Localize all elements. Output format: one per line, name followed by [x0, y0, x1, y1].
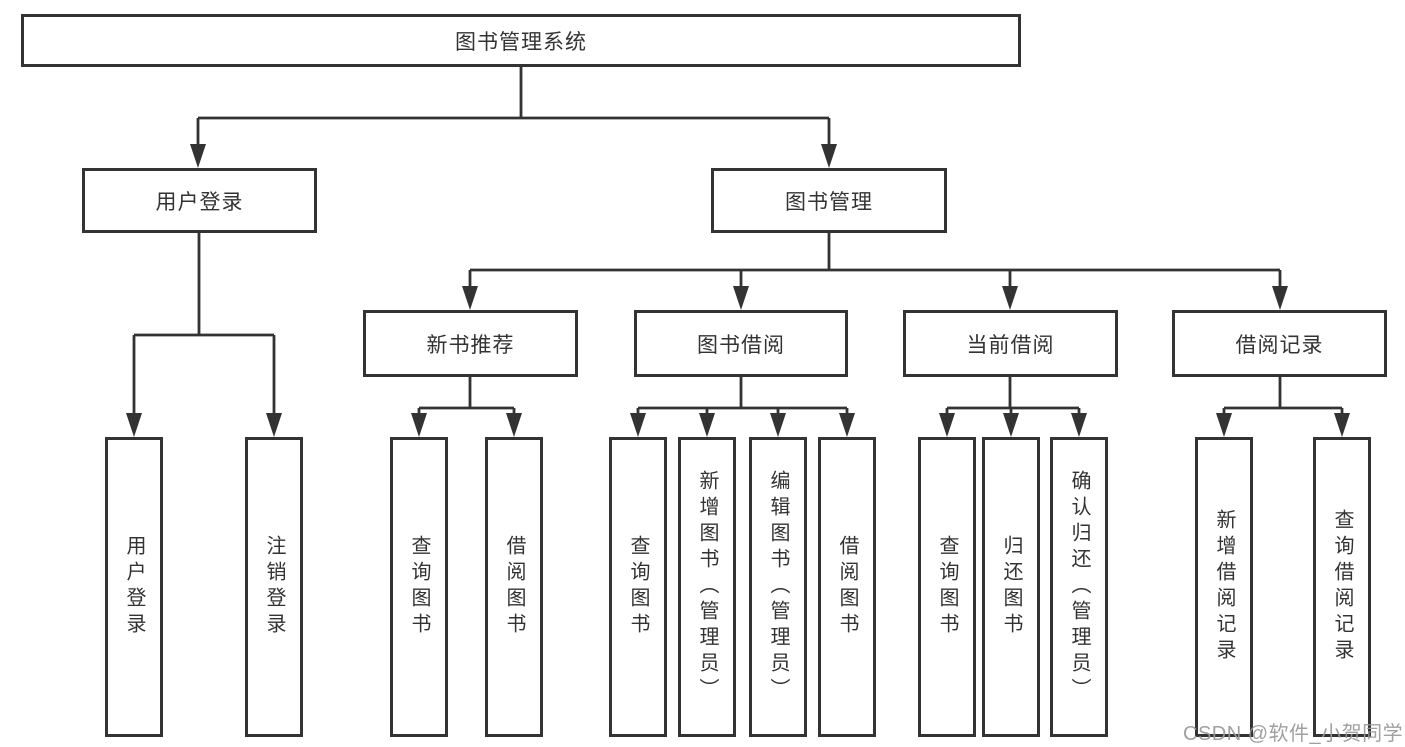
node-user-login-label: 用户登录: [155, 190, 244, 214]
leaf-query-books-borrow: 查询图书: [609, 437, 667, 737]
leaf-borrow-books-label: 借阅图书: [836, 535, 858, 639]
arrow-icon: [1216, 413, 1232, 437]
leaf-logout: 注销登录: [245, 437, 303, 737]
leaf-add-borrow-record: 新增借阅记录: [1195, 437, 1253, 737]
leaf-return-book: 归还图书: [982, 437, 1040, 737]
node-current-borrow-label: 当前借阅: [966, 333, 1055, 357]
leaf-edit-book-admin: 编辑图书（管理员）: [749, 437, 807, 737]
leaf-confirm-return-admin: 确认归还（管理员）: [1050, 437, 1108, 737]
node-borrow-records-label: 借阅记录: [1235, 333, 1324, 357]
node-root-label: 图书管理系统: [455, 30, 587, 54]
node-book-borrow: 图书借阅: [634, 310, 848, 377]
leaf-query-books-recommend: 查询图书: [390, 437, 448, 737]
leaf-query-borrow-record-label: 查询借阅记录: [1331, 509, 1353, 665]
leaf-query-books-current: 查询图书: [918, 437, 976, 737]
leaf-return-book-label: 归还图书: [1000, 535, 1022, 639]
arrow-icon: [1272, 286, 1288, 310]
node-borrow-records: 借阅记录: [1172, 310, 1387, 377]
leaf-logout-label: 注销登录: [263, 535, 285, 639]
arrow-icon: [462, 286, 478, 310]
arrow-icon: [190, 144, 206, 168]
leaf-add-book-admin: 新增图书（管理员）: [678, 437, 736, 737]
arrow-icon: [1003, 413, 1019, 437]
leaf-borrow-books-recommend: 借阅图书: [485, 437, 543, 737]
arrow-icon: [699, 413, 715, 437]
node-root: 图书管理系统: [21, 14, 1021, 67]
arrow-icon: [1002, 286, 1018, 310]
node-current-borrow: 当前借阅: [903, 310, 1118, 377]
node-book-management-label: 图书管理: [785, 190, 873, 214]
leaf-borrow-books-recommend-label: 借阅图书: [503, 535, 525, 639]
arrow-icon: [266, 413, 282, 437]
csdn-watermark: CSDN @软件_小贺同学: [1183, 723, 1404, 745]
node-new-book-recommend-label: 新书推荐: [426, 333, 515, 357]
leaf-query-borrow-record: 查询借阅记录: [1313, 437, 1371, 737]
leaf-query-books-recommend-label: 查询图书: [408, 535, 430, 639]
arrow-icon: [506, 413, 522, 437]
arrow-icon: [733, 286, 749, 310]
leaf-borrow-books: 借阅图书: [818, 437, 876, 737]
leaf-query-books-current-label: 查询图书: [936, 535, 958, 639]
leaf-add-book-admin-label: 新增图书（管理员）: [696, 470, 718, 704]
arrow-icon: [839, 413, 855, 437]
node-book-management: 图书管理: [711, 168, 947, 233]
arrow-icon: [821, 144, 837, 168]
connector-lines: [132, 67, 1344, 415]
arrow-icon: [1071, 413, 1087, 437]
leaf-user-login: 用户登录: [105, 437, 163, 737]
leaf-query-books-borrow-label: 查询图书: [627, 535, 649, 639]
arrow-icon: [630, 413, 646, 437]
arrowheads: [126, 144, 1350, 437]
arrow-icon: [1334, 413, 1350, 437]
arrow-icon: [411, 413, 427, 437]
arrow-icon: [126, 413, 142, 437]
node-book-borrow-label: 图书借阅: [697, 333, 785, 357]
node-new-book-recommend: 新书推荐: [363, 310, 578, 377]
leaf-add-borrow-record-label: 新增借阅记录: [1213, 509, 1235, 665]
leaf-confirm-return-admin-label: 确认归还（管理员）: [1068, 470, 1090, 704]
arrow-icon: [770, 413, 786, 437]
arrow-icon: [939, 413, 955, 437]
leaf-edit-book-admin-label: 编辑图书（管理员）: [767, 470, 789, 704]
leaf-user-login-label: 用户登录: [123, 535, 145, 639]
node-user-login: 用户登录: [82, 168, 317, 233]
